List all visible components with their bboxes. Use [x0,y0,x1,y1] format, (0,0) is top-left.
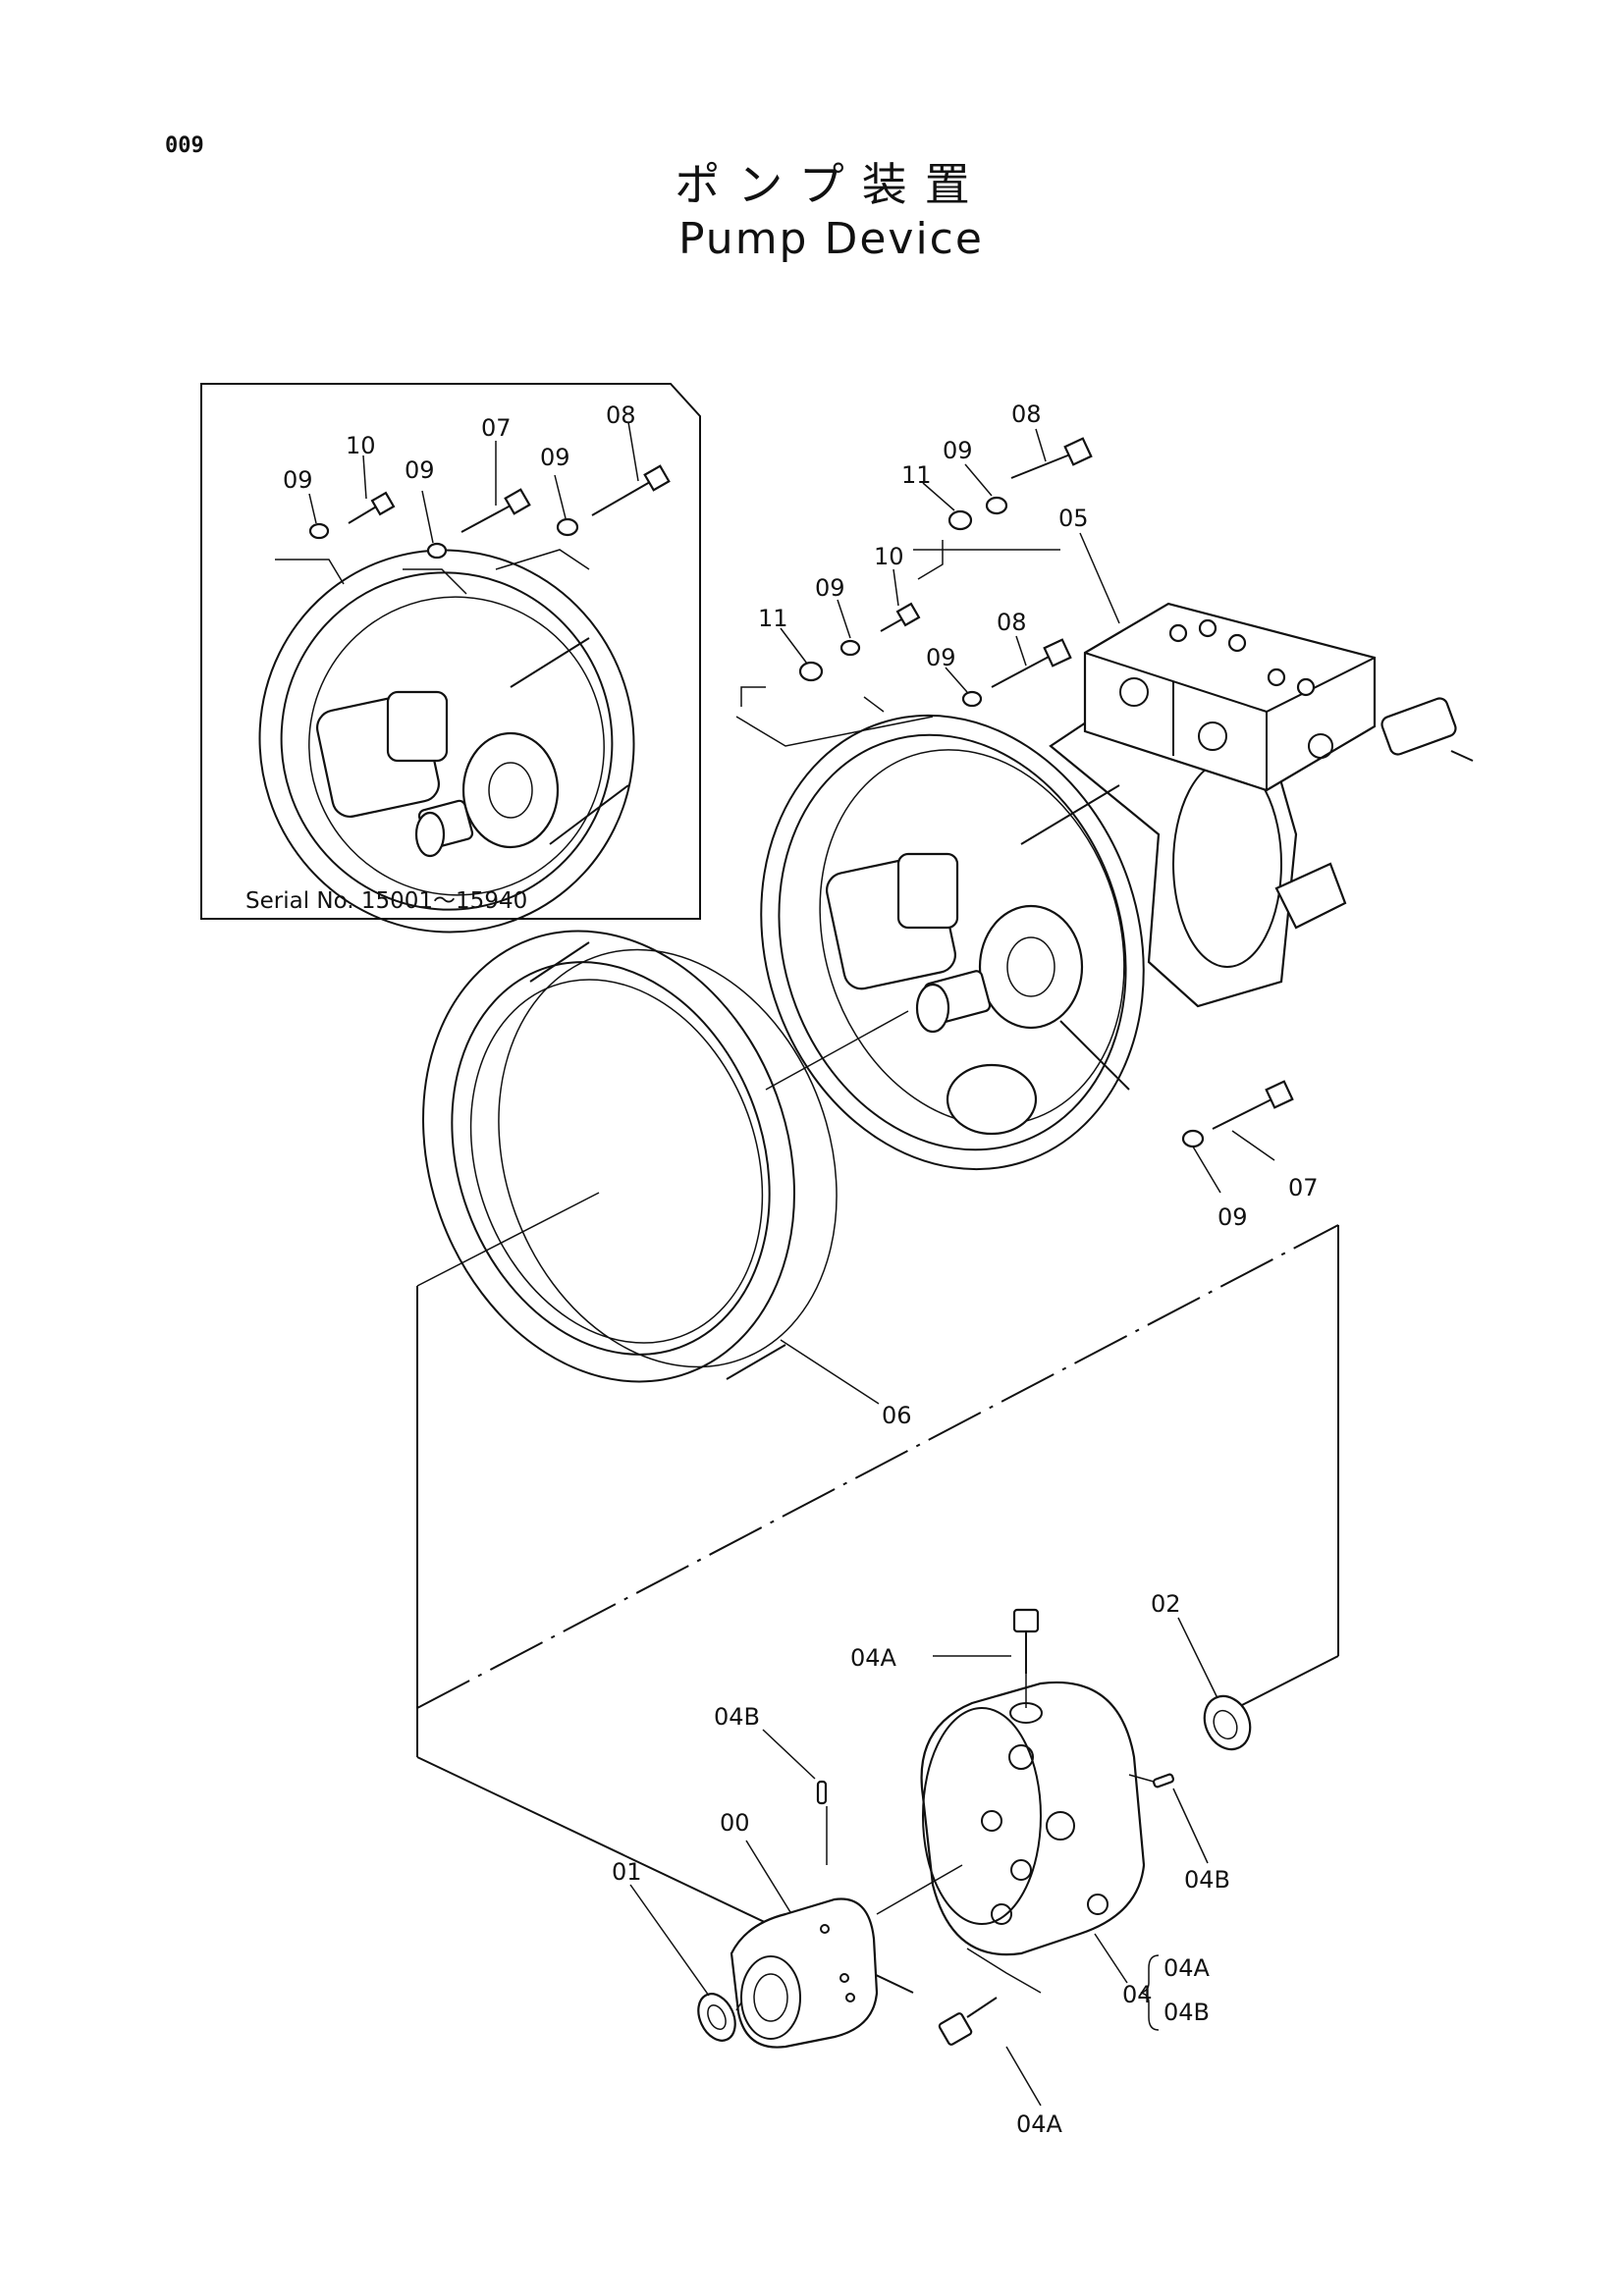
page-number: 009 [165,133,204,158]
label-08-mid: 08 [997,609,1027,636]
label-06: 06 [882,1402,912,1429]
label-07-main: 07 [1288,1174,1319,1201]
ring-02 [1203,1694,1252,1751]
bolt-07-main [1212,1080,1294,1130]
inset-bolt-08 [591,464,671,516]
label-08-top: 08 [1011,400,1042,428]
inset-label-07: 07 [481,414,512,442]
label-04b-pin: 04B [714,1703,760,1731]
washer-09-mid1 [839,639,861,657]
snap-ring-01 [697,1993,736,2042]
pump-regulator-valve-block [1083,602,1474,792]
washer-09-top [985,496,1008,515]
inset-bolt-10 [348,491,396,524]
bolt-08-mid [991,638,1072,688]
inset-bolt-07 [460,488,531,533]
label-10-main: 10 [874,543,904,570]
label-11-top: 11 [901,461,932,489]
washer-11-top [947,509,973,531]
coupling-assembly-04 [920,1681,1146,1956]
inset-label-09-b: 09 [405,456,435,484]
label-09-main-bottom: 09 [1217,1203,1248,1231]
inset-label-10: 10 [346,432,376,459]
label-11-mid: 11 [758,605,788,632]
hub-00 [730,1897,879,2049]
label-04-brace-04b: 04B [1163,1999,1210,2026]
label-05: 05 [1058,505,1089,532]
inset-label-08: 08 [606,401,636,429]
inset-panel [200,383,701,934]
inset-serial-number: Serial No. 15001～15940 [245,888,527,914]
bolt-10-main [880,602,921,632]
label-01: 01 [612,1858,642,1886]
bolt-04a-top [1012,1608,1040,1674]
washer-11-mid [798,661,824,682]
page-title-english: Pump Device [678,214,984,264]
label-04: 04 [1122,1981,1153,2008]
inset-washer-09-b [426,542,448,560]
label-09-mid2: 09 [926,644,956,671]
pin-04b-top [816,1780,828,1805]
label-00: 00 [720,1809,750,1837]
label-09-mid1: 09 [815,574,845,602]
label-04-brace-04a: 04A [1163,1954,1211,1982]
label-04a-bottom: 04A [1016,2110,1063,2138]
washer-09-main-bottom [1181,1129,1205,1148]
bolt-04a-bottom [938,1997,998,2046]
pin-04b-side [1152,1773,1175,1789]
label-02: 02 [1151,1590,1181,1618]
bolt-08-top [1010,437,1093,479]
inset-washer-09-c [556,517,579,537]
label-09-top: 09 [943,437,973,464]
washer-09-mid2 [961,690,983,708]
label-04a-top: 04A [850,1644,897,1672]
page-title-japanese: ポンプ装置 [675,158,988,211]
flange-ring-06 [422,930,838,1383]
main-pump-assembly [760,602,1474,1171]
label-04b-side: 04B [1184,1866,1230,1894]
inset-washer-09-a [308,522,330,540]
inset-label-09-c: 09 [540,444,570,471]
inset-label-09-a: 09 [283,466,313,494]
